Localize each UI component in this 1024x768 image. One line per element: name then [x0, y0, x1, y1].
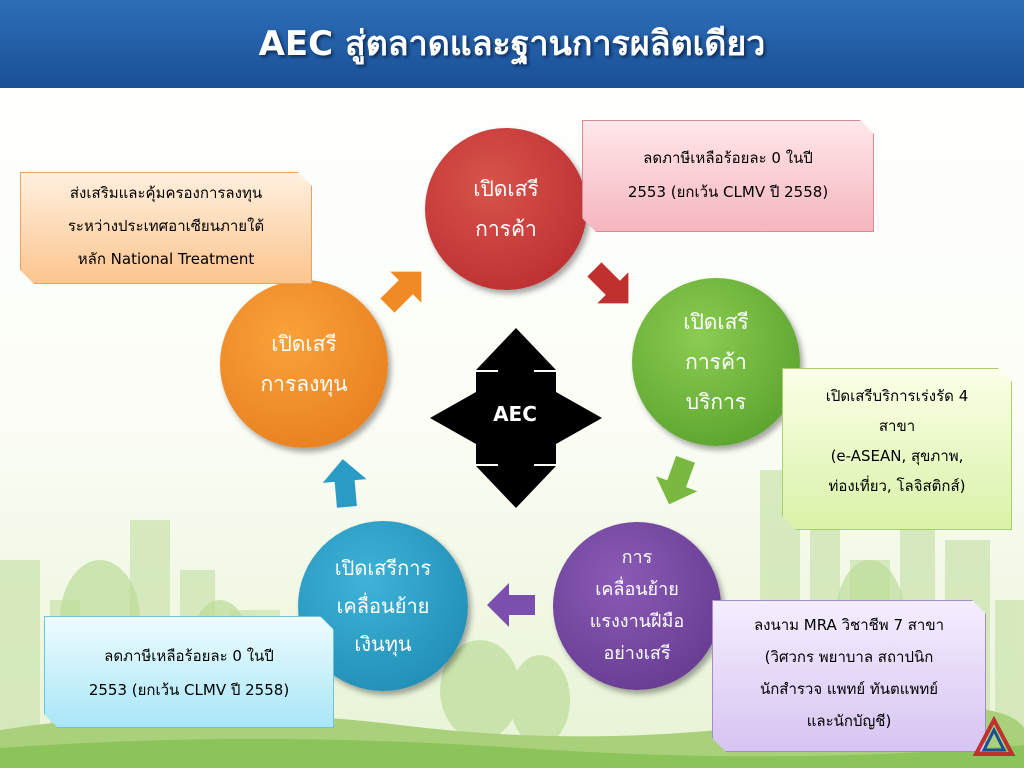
callout-trade-text: ลดภาษีเหลือร้อยละ 0 ในปี 2553 (ยกเว้น CL…	[627, 149, 829, 201]
circle-service: เปิดเสรี การค้า บริการ	[632, 278, 800, 446]
organization-logo-icon	[972, 716, 1016, 756]
callout-labor: ลงนาม MRA วิชาชีพ 7 สาขา (วิศวกร พยาบาล …	[712, 600, 986, 752]
circle-service-label: เปิดเสรี การค้า บริการ	[683, 310, 749, 414]
callout-service-text: เปิดเสรีบริการเร่งรัด 4 สาขา (e-ASEAN, ส…	[825, 387, 969, 495]
circle-labor: การ เคลื่อนย้าย แรงงานฝีมือ อย่างเสรี	[553, 522, 721, 690]
arrow-service-to-labor	[655, 455, 698, 505]
arrow-investment-to-trade	[380, 271, 422, 313]
page-title: AEC สู่ตลาดและฐานการผลิตเดียว	[258, 24, 766, 64]
title-bar	[0, 0, 1024, 88]
center-cross-arrow	[430, 328, 602, 508]
arrow-capital-to-investment	[322, 459, 367, 508]
circle-labor-label: การ เคลื่อนย้าย แรงงานฝีมือ อย่างเสรี	[589, 547, 685, 664]
callout-investment: ส่งเสริมและคุ้มครองการลงทุน ระหว่างประเท…	[20, 172, 312, 284]
arrow-labor-to-capital	[487, 583, 535, 627]
circle-investment-label: เปิดเสรี การลงทุน	[260, 332, 348, 396]
callout-service: เปิดเสรีบริการเร่งรัด 4 สาขา (e-ASEAN, ส…	[782, 368, 1012, 530]
callout-labor-text: ลงนาม MRA วิชาชีพ 7 สาขา (วิศวกร พยาบาล …	[753, 616, 945, 730]
arrow-trade-to-service	[587, 262, 629, 304]
center-label: AEC	[493, 402, 537, 426]
callout-capital: ลดภาษีเหลือร้อยละ 0 ในปี 2553 (ยกเว้น CL…	[44, 616, 334, 728]
circle-trade: เปิดเสรี การค้า	[425, 128, 587, 290]
callout-investment-text: ส่งเสริมและคุ้มครองการลงทุน ระหว่างประเท…	[67, 184, 265, 268]
callout-capital-text: ลดภาษีเหลือร้อยละ 0 ในปี 2553 (ยกเว้น CL…	[88, 647, 290, 699]
callout-trade: ลดภาษีเหลือร้อยละ 0 ในปี 2553 (ยกเว้น CL…	[582, 120, 874, 232]
circle-investment: เปิดเสรี การลงทุน	[220, 280, 388, 448]
circle-capital-label: เปิดเสรีการ เคลื่อนย้าย เงินทุน	[334, 556, 432, 656]
circle-trade-label: เปิดเสรี การค้า	[473, 177, 539, 241]
